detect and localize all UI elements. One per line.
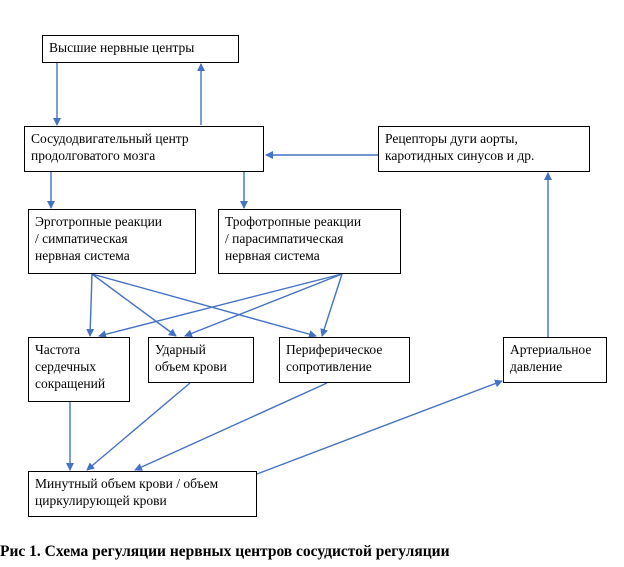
node-arterial-pressure: Артериальное давление — [503, 337, 607, 383]
figure-caption: Рис 1. Схема регуляции нервных центров с… — [0, 543, 450, 560]
arrow-trophotropic-to-resistance — [320, 273, 343, 337]
arrow-trophotropic-to-heart-rate — [98, 273, 343, 339]
node-ergotropic-reactions: Эрготропные реакции / симпатическая нерв… — [28, 209, 196, 274]
node-higher-nervous-centers: Высшие нервные центры — [42, 35, 239, 63]
arrow-ergotropic-to-resistance — [91, 273, 317, 338]
arrow-stroke-volume-to-minute-volume — [86, 382, 191, 471]
node-vasomotor-center: Сосудодвигательный центр продолговатого … — [24, 126, 264, 172]
arrow-resistance-to-minute-volume — [134, 382, 328, 471]
node-minute-blood-volume: Минутный объем крови / объем циркулирующ… — [28, 471, 257, 517]
node-stroke-volume: Ударный объем крови — [148, 337, 254, 383]
arrow-trophotropic-to-stroke-volume — [184, 273, 343, 338]
arrow-ergotropic-to-heart-rate — [86, 273, 95, 337]
arrow-ergotropic-to-stroke-volume — [91, 273, 177, 337]
node-heart-rate: Частота сердечных сокращений — [28, 337, 130, 402]
arrow-minute-volume-to-pressure — [256, 379, 503, 475]
node-trophotropic-reactions: Трофотропные реакции / парасимпатическая… — [218, 209, 401, 274]
node-peripheral-resistance: Периферическое сопротивление — [279, 337, 410, 383]
node-aortic-receptors: Рецепторы дуги аорты, каротидных синусов… — [378, 126, 590, 172]
